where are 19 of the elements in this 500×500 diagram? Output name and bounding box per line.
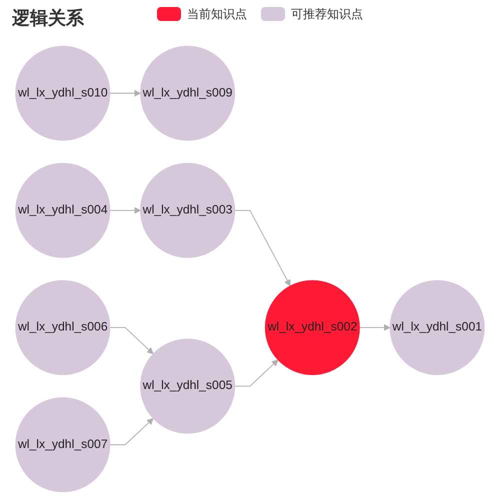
legend-label: 当前知识点 xyxy=(187,6,247,23)
arrow xyxy=(359,324,390,331)
arrow xyxy=(109,90,141,97)
arrow xyxy=(234,210,291,286)
circle-node: wl_lx_ydhl_s001 xyxy=(390,280,485,376)
circle-node: wl_lx_ydhl_s006 xyxy=(15,280,110,376)
circle-node: wl_lx_ydhl_s003 xyxy=(140,162,236,258)
legend-label: 可推荐知识点 xyxy=(291,6,363,23)
circle-node: wl_lx_ydhl_s007 xyxy=(15,397,110,492)
arrow xyxy=(234,360,278,387)
arrow xyxy=(109,327,154,354)
circle-node: wl_lx_ydhl_s004 xyxy=(15,162,110,258)
diagram-title: 逻辑关系 xyxy=(12,7,84,30)
circle-node: wl_lx_ydhl_s005 xyxy=(140,338,236,434)
arrow xyxy=(109,207,141,214)
circle-node: wl_lx_ydhl_s002 xyxy=(264,280,360,376)
circle-node: wl_lx_ydhl_s010 xyxy=(15,46,110,141)
arrow xyxy=(109,418,154,446)
circle-node: wl_lx_ydhl_s009 xyxy=(140,46,236,141)
